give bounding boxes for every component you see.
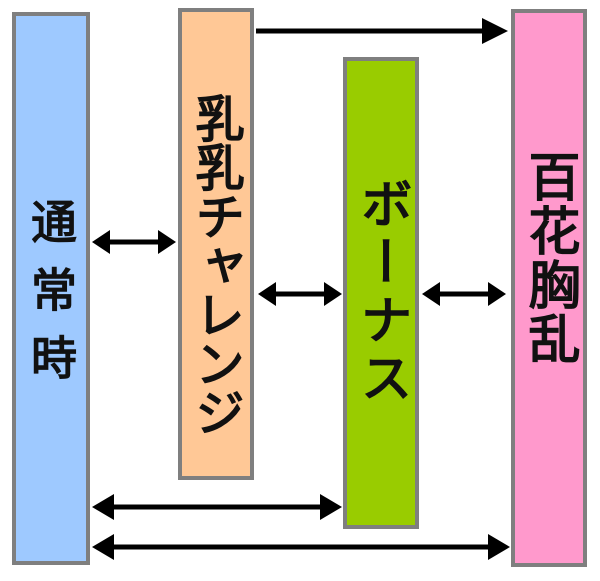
arrow-bonus-hyakka [422,282,506,306]
state-box-challenge: 乳乳チャレンジ [178,8,254,480]
arrow-normal-bonus [92,494,342,520]
state-box-normal: 通常時 [12,12,90,565]
state-label-challenge: 乳乳チャレンジ [187,92,245,436]
arrow-normal-hyakka [92,534,510,560]
state-box-bonus: ボーナス [343,57,419,529]
arrow-challenge-bonus [258,282,342,306]
state-box-hyakka: 百花胸乱 [511,9,587,567]
state-label-bonus: ボーナス [351,177,411,409]
state-label-normal: 通常時 [24,197,78,402]
arrow-normal-challenge [92,230,176,254]
arrow-challenge-to-hyakka [256,18,508,44]
state-label-hyakka: 百花胸乱 [519,150,579,366]
